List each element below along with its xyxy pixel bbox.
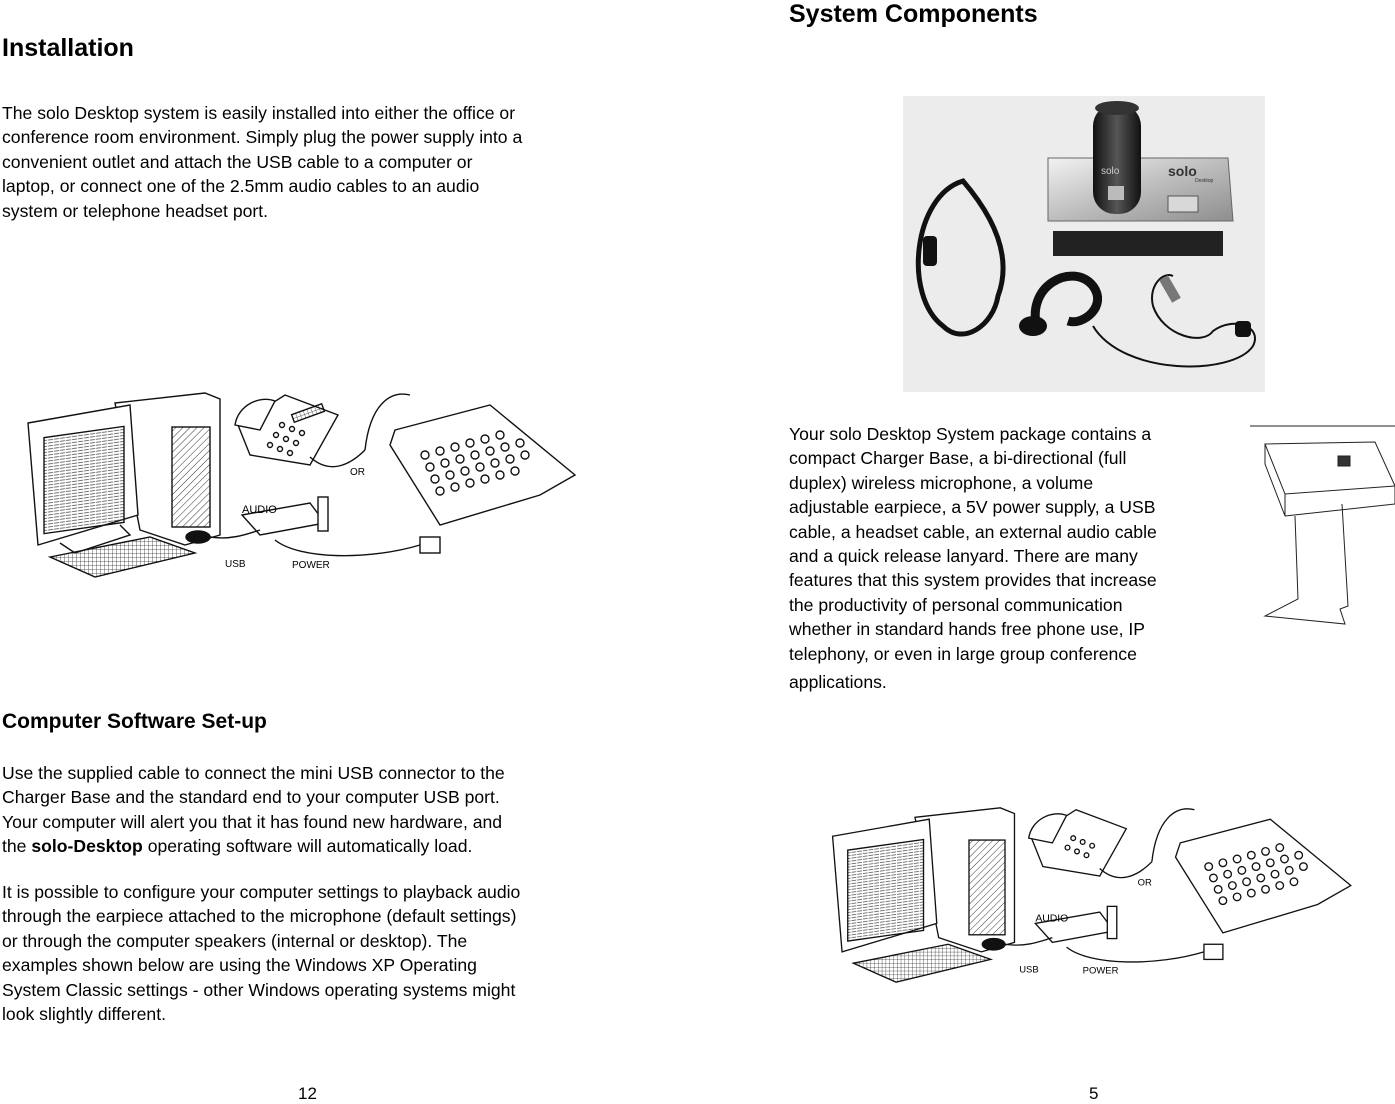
mic-label: solo: [1101, 166, 1120, 177]
page-number: 12: [298, 1084, 317, 1103]
text-line: applications.: [789, 672, 887, 693]
installation-paragraph: The solo Desktop system is easily instal…: [2, 101, 522, 223]
text-line: The solo Desktop system is easily instal…: [2, 103, 516, 123]
text-line: features that this system provides that …: [789, 570, 1157, 591]
keyboard: [47, 536, 198, 578]
mouse: [185, 530, 211, 544]
usb-label: USB: [1019, 965, 1038, 976]
lanyard: [915, 178, 1006, 337]
text-line: It is possible to configure your compute…: [2, 882, 521, 902]
text-line: examples shown below are using the Windo…: [2, 955, 477, 976]
text-line: Charger Base and the standard end to you…: [2, 787, 500, 808]
charger-base: [240, 496, 329, 536]
page-number: 5: [1089, 1084, 1099, 1103]
text-line: look slightly different.: [2, 1004, 166, 1025]
base-brand-label: solo: [1168, 163, 1197, 179]
earpiece: [1019, 271, 1103, 336]
text-line: duplex) wireless microphone, a volume: [789, 472, 1094, 493]
usb-label: USB: [225, 559, 246, 570]
text-line: cable, a headset cable, an external audi…: [789, 521, 1157, 542]
text-line: through the earpiece attached to the mic…: [2, 906, 517, 927]
headset-cable: [1092, 274, 1256, 368]
power-label: POWER: [1083, 966, 1119, 977]
right-page: System Components solo Desktop: [697, 0, 1395, 1103]
installation-heading: Installation: [2, 34, 134, 62]
installation-diagram-2: AUDIO USB POWER OR: [831, 807, 1352, 983]
software-paragraph-1: Use the supplied cable to connect the mi…: [2, 761, 505, 859]
text-line: compact Charger Base, a bi-directional (…: [789, 448, 1127, 469]
computer-tower: [114, 392, 221, 546]
base-sub-label: Desktop: [1195, 178, 1214, 184]
text-line: or through the computer speakers (intern…: [2, 930, 468, 951]
telephone: [234, 394, 340, 466]
text-line: conference room environment. Simply plug…: [2, 127, 523, 148]
text-line: convenient outlet and attach the USB cab…: [2, 151, 473, 172]
text-line: the solo-Desktop operating software will…: [2, 834, 505, 858]
software-heading: Computer Software Set-up: [2, 710, 267, 733]
product-photo: solo Desktop solo: [903, 96, 1265, 392]
components-paragraph: Your solo Desktop System package contain…: [789, 422, 1157, 694]
power-supply: [419, 536, 441, 554]
text-line: Your computer will alert you that it has…: [2, 811, 503, 832]
text-line: Use the supplied cable to connect the mi…: [2, 763, 505, 783]
left-page: Installation The solo Desktop system is …: [0, 0, 697, 1103]
text-run: the: [2, 836, 32, 857]
text-run: operating software will automatically lo…: [142, 836, 473, 857]
text-line: laptop, or connect one of the 2.5mm audi…: [2, 176, 480, 197]
power-label: POWER: [292, 560, 330, 571]
wireless-microphone: solo: [1093, 101, 1141, 214]
software-paragraph-2: It is possible to configure your compute…: [2, 880, 520, 1026]
audio-label: AUDIO: [242, 504, 277, 516]
product-name: solo-Desktop: [31, 836, 143, 857]
conference-console: [389, 404, 577, 526]
system-components-heading: System Components: [789, 0, 1038, 28]
text-line: telephony, or even in large group confer…: [789, 643, 1137, 664]
text-line: the productivity of personal communicati…: [789, 594, 1123, 615]
text-line: whether in standard hands free phone use…: [789, 619, 1146, 640]
monitor: [27, 404, 139, 554]
or-label: OR: [350, 467, 365, 478]
or-label: OR: [1138, 878, 1152, 889]
text-line: Your solo Desktop System package contain…: [789, 424, 1152, 444]
text-line: adjustable earpiece, a 5V power supply, …: [789, 497, 1156, 518]
audio-label: AUDIO: [1035, 914, 1068, 925]
text-line: System Classic settings - other Windows …: [2, 979, 516, 1000]
text-line: and a quick release lanyard. There are m…: [789, 546, 1138, 567]
installation-diagram: AUDIO USB POWER OR: [27, 392, 577, 578]
lectern-sketch: [1250, 425, 1395, 625]
text-line: system or telephone headset port.: [2, 200, 269, 221]
